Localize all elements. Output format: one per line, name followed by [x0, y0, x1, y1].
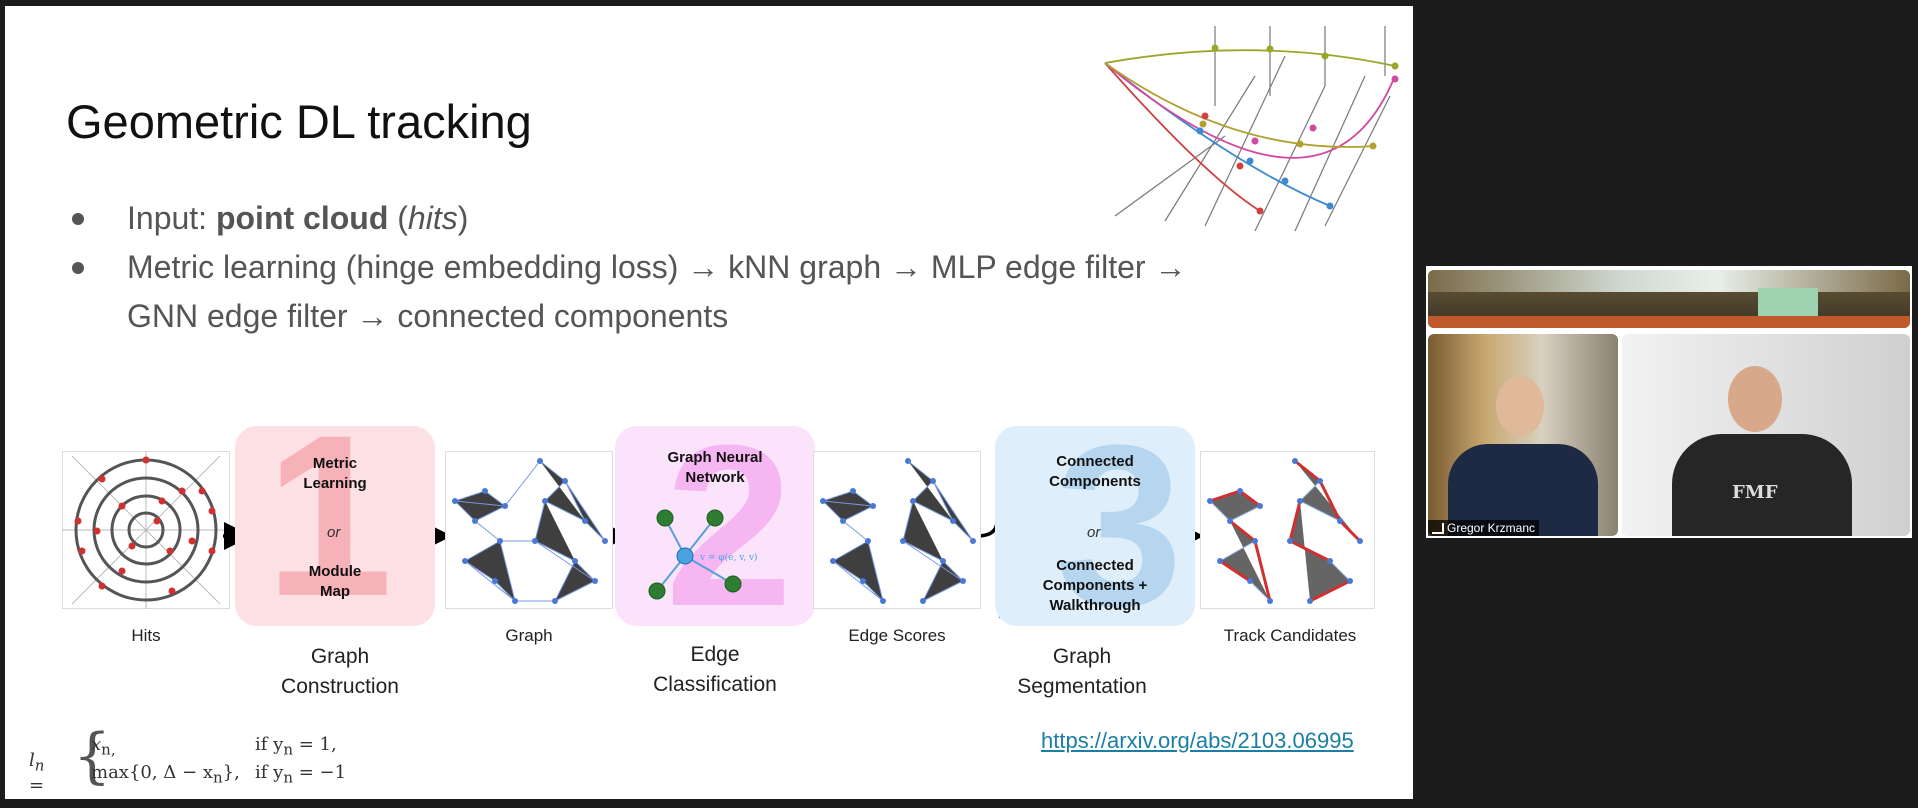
stage3-number: 3 [1055, 397, 1183, 654]
edge-scores-diagram [813, 451, 981, 609]
slide-title: Geometric DL tracking [66, 95, 532, 148]
stage2-caption: Edge Classification [615, 640, 815, 700]
participant-name: Gregor Krzmanc [1447, 521, 1536, 535]
caption-line: Graph [310, 645, 370, 668]
bullet-text: Input: [127, 200, 216, 236]
tracks-illustration [1104, 26, 1399, 232]
bullet-line: GNN edge filter → connected components [127, 298, 729, 334]
gnn-node-diagram: v = φ(e, v, v) [648, 509, 758, 600]
bullet-text: ( [388, 200, 408, 236]
hits-diagram [62, 451, 230, 609]
track-candidates-label: Track Candidates [1223, 626, 1357, 645]
caption-line: Segmentation [1017, 675, 1147, 698]
signal-icon [1432, 523, 1444, 535]
formula-lhs: ln = [29, 750, 45, 796]
arxiv-link[interactable]: https://arxiv.org/abs/2103.06995 [1041, 728, 1354, 753]
room-camera-tile[interactable] [1428, 270, 1910, 328]
bullet-bold: point cloud [215, 200, 389, 236]
stage1-or: or [327, 524, 341, 541]
stage2-box: 2 [615, 406, 815, 646]
caption-line: Graph [1052, 645, 1112, 668]
formula-row1: xn, [91, 734, 116, 759]
participant-head [1728, 366, 1782, 432]
stage3-top: Connected Components [1049, 453, 1141, 490]
bullet-pipeline: Metric learning (hinge embedding loss) →… [66, 243, 1346, 341]
participant-tile-left[interactable] [1428, 334, 1618, 536]
stage1-bottom: Module Map [308, 563, 362, 600]
bullet-list: Input: point cloud (hits) Metric learnin… [66, 194, 1346, 341]
formula-row2: max{0, Δ − xn}, [91, 762, 240, 787]
graph-label: Graph [505, 626, 553, 645]
stage2-number: 2 [665, 397, 793, 654]
edge-scores-label: Edge Scores [848, 626, 946, 645]
stage3-or: or [1087, 524, 1101, 541]
caption-line: Edge [690, 643, 740, 666]
shirt-logo: FMF [1732, 482, 1778, 503]
track-candidates-diagram [1200, 451, 1375, 609]
stage1-caption: Graph Construction [240, 642, 440, 702]
stage3-bottom: Connected Components + Walkthrough [1042, 557, 1148, 614]
stage1-top: Metric Learning [303, 455, 367, 492]
stage1-number: 1 [265, 387, 393, 644]
bullet-italic: hits [407, 200, 458, 236]
hits-label: Hits [131, 626, 161, 645]
stage1-box: 1 [235, 396, 435, 636]
video-panel: FMF Gregor Krzmanc [1426, 266, 1912, 538]
stage3-box: 3 [995, 406, 1195, 646]
caption-line: Classification [653, 673, 777, 696]
caption-line: Construction [281, 675, 399, 698]
bullet-dot [72, 262, 84, 274]
svg-text:v = φ(e, v, v): v = φ(e, v, v) [699, 552, 758, 563]
stage3-caption: Graph Segmentation [982, 642, 1182, 702]
formula-cond1: if yn = 1, [255, 734, 337, 759]
bullet-input: Input: point cloud (hits) [66, 194, 1346, 243]
participant-tile-right[interactable]: FMF [1622, 334, 1910, 536]
bullet-line: Metric learning (hinge embedding loss) →… [127, 249, 1187, 285]
participant-head [1496, 376, 1544, 436]
graph-diagram [445, 451, 613, 609]
bullet-dot [72, 213, 84, 225]
participant-body [1672, 434, 1852, 536]
participant-name-badge: Gregor Krzmanc [1428, 520, 1540, 536]
bullet-text: ) [457, 200, 469, 236]
stage2-top: Graph Neural Network [667, 449, 763, 486]
formula-cond2: if yn = −1 [255, 762, 347, 787]
slide: Geometric DL tracking Input: point cloud… [5, 6, 1413, 799]
formula-brace: { [73, 721, 112, 791]
